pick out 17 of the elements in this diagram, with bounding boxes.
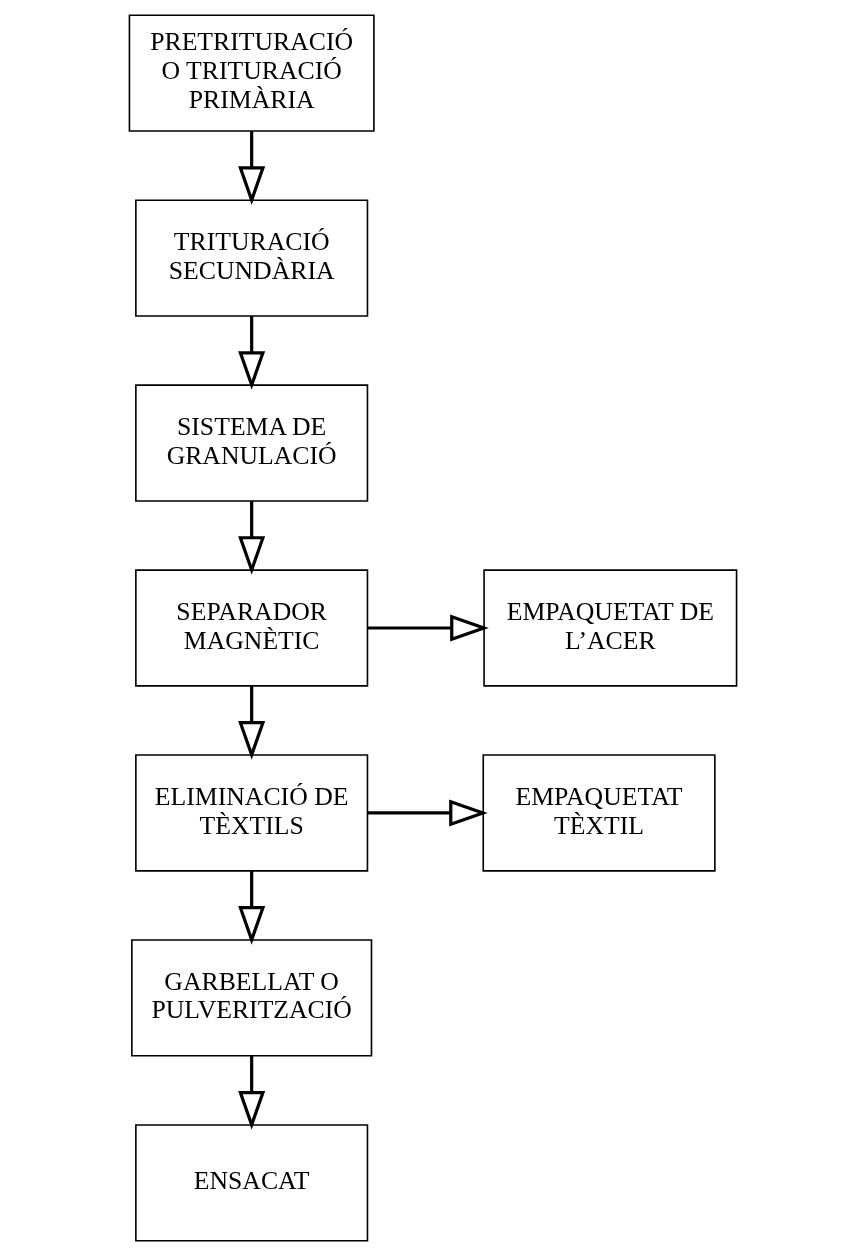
node-box: GARBELLAT O PULVERITZACIÓ (130, 939, 372, 1057)
arrow (237, 686, 265, 760)
arrow (367, 614, 489, 642)
node-box: ENSACAT (134, 1124, 368, 1242)
arrow (237, 131, 265, 205)
arrow (367, 799, 488, 827)
arrow (237, 316, 265, 390)
node-box: EMPAQUETAT TÈXTIL (481, 754, 716, 872)
node-box: SEPARADOR MAGNÈTIC (134, 569, 368, 687)
node-box: ELIMINACIÓ DE TÈXTILS (134, 754, 368, 872)
arrow (237, 501, 265, 575)
node-box: PRETRITURACIÓ O TRITURACIÓ PRIMÀRIA (128, 14, 375, 132)
node-box: SISTEMA DE GRANULACIÓ (134, 384, 368, 502)
node-box: EMPAQUETAT DE L’ACER (482, 569, 737, 687)
node-box: TRITURACIÓ SECUNDÀRIA (134, 199, 368, 317)
arrow (237, 871, 265, 945)
arrow (237, 1056, 265, 1130)
